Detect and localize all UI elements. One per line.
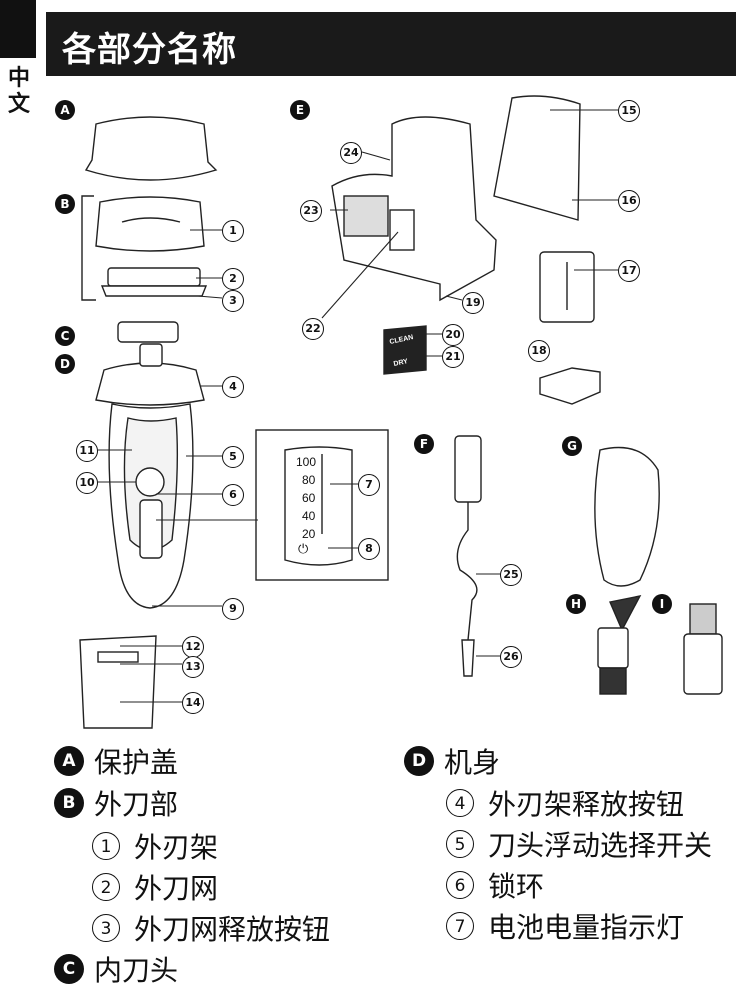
oil-bottle-drawing [689,603,717,635]
callout-10: 10 [76,472,98,494]
pouch-drawing [594,446,660,587]
shaver-head-drawing [95,362,205,406]
legend-badge: C [54,954,84,984]
legend-num: 6 [446,871,474,899]
section-badge-f: F [414,434,434,454]
callout-24: 24 [340,142,362,164]
cleaning-dock-drawing [331,116,497,302]
ac-adaptor-drawing [454,435,482,503]
callout-11: 11 [76,440,98,462]
legend-item-a: A 保护盖 [54,741,178,781]
brush-drawing [609,595,642,632]
callout-6: 6 [222,484,244,506]
gauge-level-100: 100 [296,455,317,469]
legend-item-b: B 外刀部 [54,783,178,823]
callout-14: 14 [182,692,204,714]
legend-text: 保护盖 [94,746,179,779]
side-tab-marker [0,0,36,58]
callout-7: 7 [358,474,380,496]
callout-22: 22 [302,318,324,340]
callout-15: 15 [618,100,640,122]
legend-item-5: 5 刀头浮动选择开关 [446,824,712,864]
legend-text: 内刀头 [94,954,179,987]
section-badge-i: I [652,594,672,614]
callout-18: 18 [528,340,550,362]
legend-text: 外刃架 [134,831,219,864]
dock-lid-drawing [493,95,581,221]
legend-num: 3 [92,914,120,942]
legend-badge: B [54,788,84,818]
callout-3: 3 [222,290,244,312]
section-badge-h: H [566,594,586,614]
section-badge-e: E [290,100,310,120]
callout-12: 12 [182,636,204,658]
legend-text: 电池电量指示灯 [488,911,685,944]
language-label: 中文 [7,66,30,117]
callout-5: 5 [222,446,244,468]
legend-num: 7 [446,912,474,940]
legend-item-1: 1 外刃架 [92,826,218,866]
filter-drawing [539,367,601,405]
callout-19: 19 [462,292,484,314]
inner-blade-drawing [117,321,179,343]
legend-item-d: D 机身 [404,741,500,781]
legend-num: 1 [92,832,120,860]
dry-label: DRY [393,358,409,368]
callout-4: 4 [222,376,244,398]
shaver-detail-drawing [79,635,157,729]
protective-cap-drawing [84,116,218,181]
oil-bottle-body [683,633,723,695]
callout-17: 17 [618,260,640,282]
callout-20: 20 [442,324,464,346]
legend-text: 锁环 [488,870,545,903]
legend-num: 5 [446,830,474,858]
callout-16: 16 [618,190,640,212]
gauge-level-60: 60 [302,491,316,505]
callout-2: 2 [222,268,244,290]
callout-1: 1 [222,220,244,242]
gauge-level-20: 20 [302,527,316,541]
legend-item-2: 2 外刀网 [92,867,218,907]
gauge-level-80: 80 [302,473,316,487]
legend-text: 刀头浮动选择开关 [488,829,713,862]
section-badge-g: G [562,436,582,456]
legend-text: 外刀部 [94,788,179,821]
legend-text: 机身 [444,746,501,779]
legend-item-7: 7 电池电量指示灯 [446,906,684,946]
section-badge-b: B [55,194,75,214]
clean-dry-sticker [383,325,427,375]
callout-25: 25 [500,564,522,586]
legend-text: 外刀网 [134,872,219,905]
title-bar: 各部分名称 [46,12,736,76]
legend-num: 4 [446,789,474,817]
section-badge-c: C [55,326,75,346]
clean-label: CLEAN [389,334,414,346]
gauge-level-40: 40 [302,509,316,523]
legend-num: 2 [92,873,120,901]
legend-text: 外刀网释放按钮 [134,913,331,946]
callout-8: 8 [358,538,380,560]
callout-9: 9 [222,598,244,620]
page-title: 各部分名称 [62,30,237,70]
plug-icon: ⏻ [298,542,309,557]
legend-text: 外刃架释放按钮 [488,788,685,821]
section-badge-d: D [55,354,75,374]
outer-frame-drawing [95,196,205,252]
legend-badge: A [54,746,84,776]
legend-item-4: 4 外刃架释放按钮 [446,783,684,823]
legend-badge: D [404,746,434,776]
callout-26: 26 [500,646,522,668]
section-badge-a: A [55,100,75,120]
callout-23: 23 [300,200,322,222]
blade-frame-drawing [107,267,201,287]
legend-item-6: 6 锁环 [446,865,544,905]
callout-13: 13 [182,656,204,678]
legend-item-c: C 内刀头 [54,949,178,989]
callout-21: 21 [442,346,464,368]
legend-item-3: 3 外刀网释放按钮 [92,908,330,948]
